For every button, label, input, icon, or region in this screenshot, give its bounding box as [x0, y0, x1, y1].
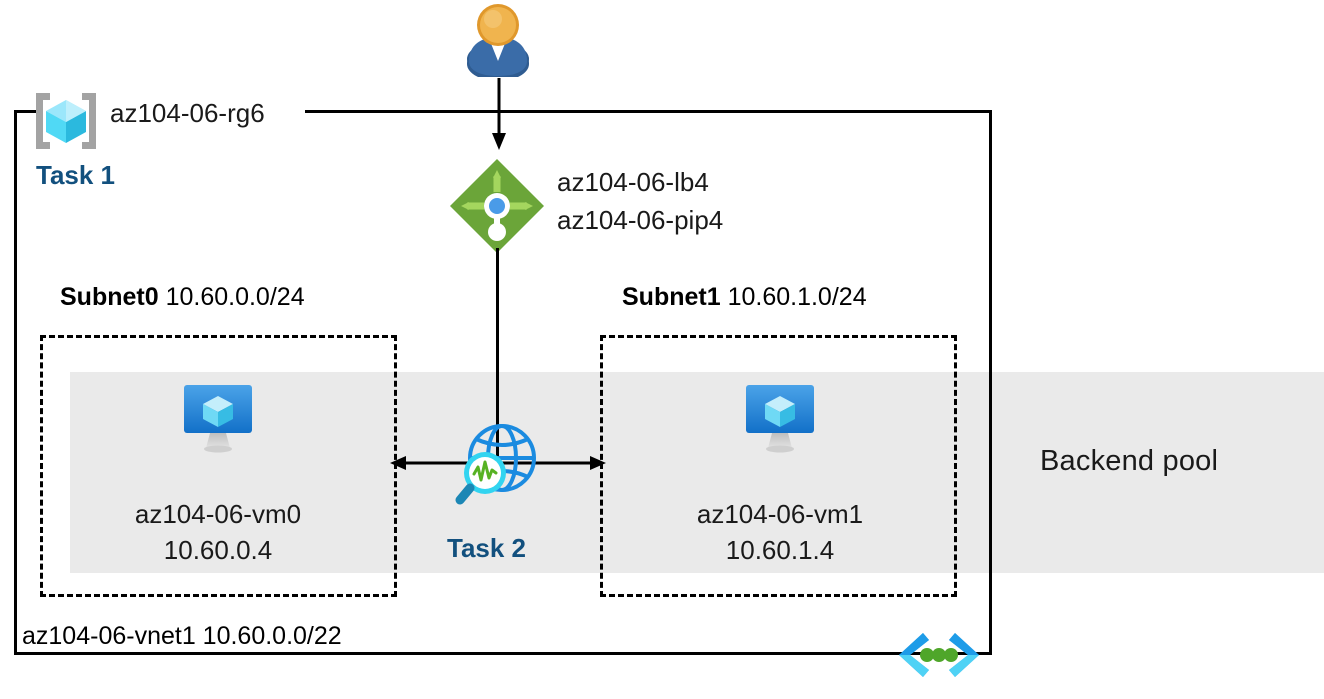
virtual-machine-icon	[180, 382, 256, 454]
load-balancer-labels: az104-06-lb4 az104-06-pip4	[557, 163, 723, 239]
subnet1-boundary	[600, 335, 957, 597]
user-icon	[460, 3, 536, 81]
subnet0-cidr: 10.60.0.0/24	[165, 283, 305, 311]
vnet-label: az104-06-vnet1 10.60.0.0/22	[22, 622, 342, 650]
backend-pool-band	[70, 372, 1324, 573]
load-balancer-name: az104-06-lb4	[557, 167, 709, 197]
loadbalancer-to-vnet-line	[496, 248, 499, 456]
resource-group-border-top-left	[14, 110, 38, 113]
subnet0-title: Subnet0 10.60.0.0/24	[60, 283, 305, 312]
load-balancer-icon	[447, 156, 547, 256]
backend-pool-label: Backend pool	[1040, 445, 1219, 477]
vm0-ip: 10.60.0.4	[163, 535, 273, 565]
network-watcher-globe-icon	[454, 418, 546, 510]
vm1-name: az104-06-vm1	[696, 499, 864, 529]
vm1-label: az104-06-vm1 10.60.1.4	[630, 496, 930, 568]
vm1-ip: 10.60.1.4	[725, 535, 835, 565]
subnet1-name: Subnet1	[622, 283, 721, 311]
vm0-name: az104-06-vm0	[134, 499, 302, 529]
resource-group-border-top-right	[305, 110, 992, 113]
public-ip-name: az104-06-pip4	[557, 205, 724, 235]
resource-group-name: az104-06-rg6	[110, 98, 265, 128]
subnet0-boundary	[40, 335, 397, 597]
task-1-label: Task 1	[36, 160, 116, 190]
task-2-label: Task 2	[447, 533, 527, 563]
virtual-network-icon	[897, 630, 981, 680]
subnet1-cidr: 10.60.1.0/24	[727, 283, 867, 311]
user-to-loadbalancer-arrow	[490, 78, 508, 150]
vm0-label: az104-06-vm0 10.60.0.4	[68, 496, 368, 568]
resource-group-icon	[30, 90, 102, 152]
subnet0-name: Subnet0	[60, 283, 159, 311]
resource-group-boundary	[14, 110, 992, 655]
subnet1-title: Subnet1 10.60.1.0/24	[622, 283, 867, 312]
virtual-machine-icon	[742, 382, 818, 454]
